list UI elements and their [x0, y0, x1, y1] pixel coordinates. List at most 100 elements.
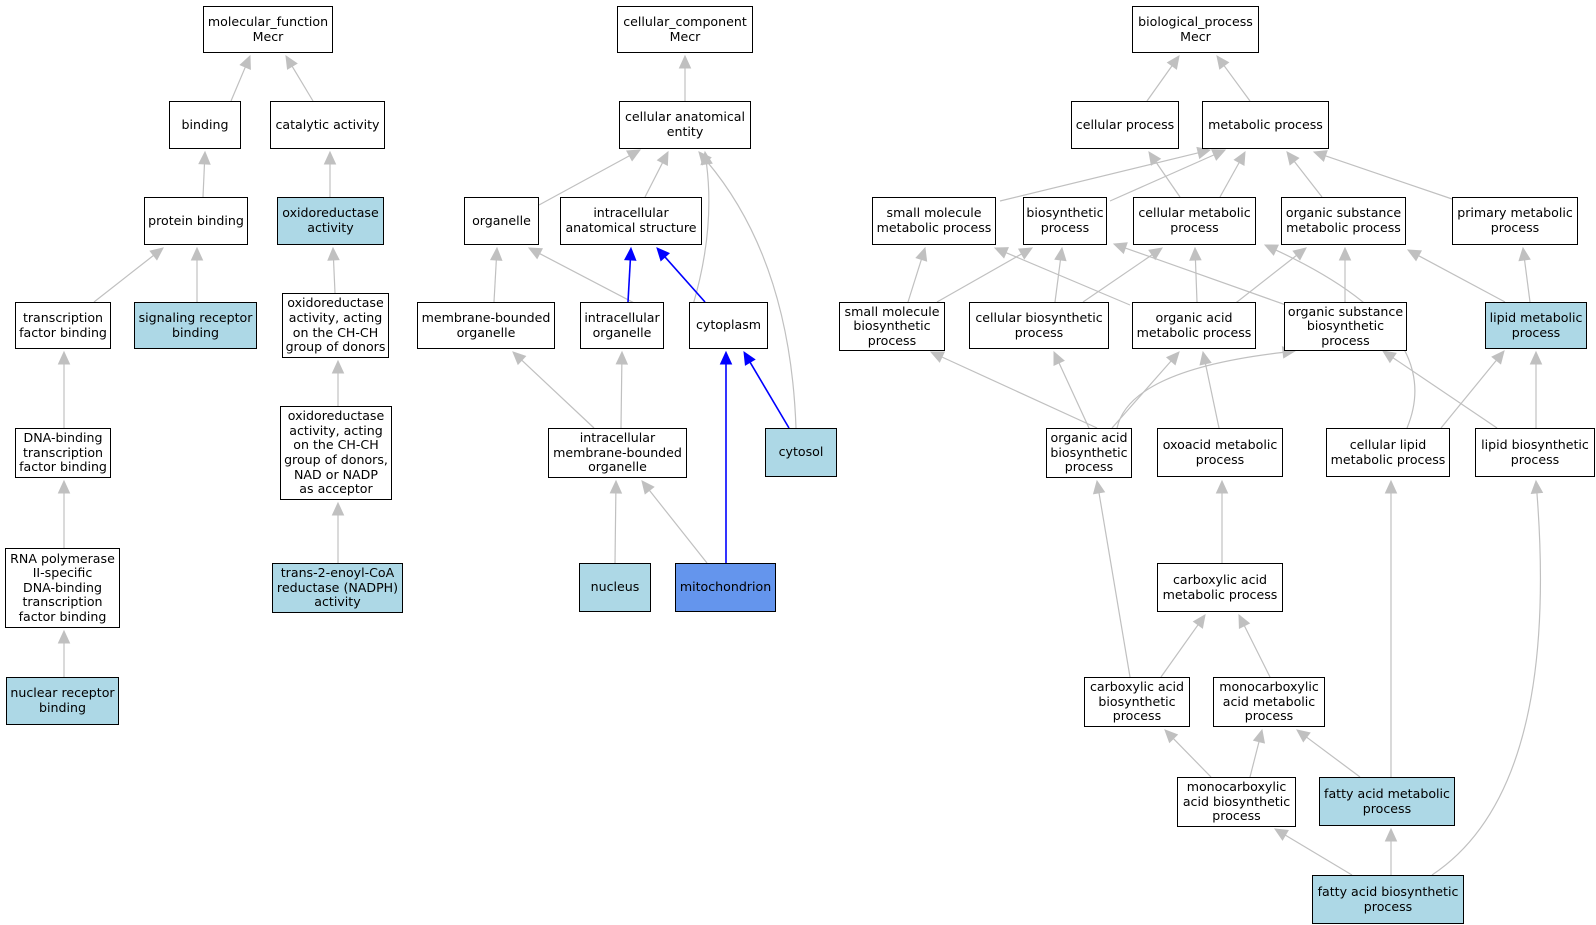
node-carboxylic-acid-biosynthetic-process[interactable]: carboxylic acid biosynthetic process [1084, 677, 1190, 727]
edge-arrowhead [1211, 149, 1227, 161]
node-lipid-metabolic-process[interactable]: lipid metabolic process [1485, 302, 1587, 349]
edge-line [521, 359, 595, 429]
node-monocarboxylic-acid-biosynthetic-process[interactable]: monocarboxylic acid biosynthetic process [1177, 777, 1296, 827]
node-cellular-lipid-metabolic-process[interactable]: cellular lipid metabolic process [1326, 428, 1450, 477]
edge-arrowhead [190, 246, 204, 261]
edge-arrowhead [609, 479, 623, 494]
node-cytosol[interactable]: cytosol [765, 428, 837, 477]
node-organic-acid-metabolic-process[interactable]: organic acid metabolic process [1132, 302, 1256, 349]
node-biosynthetic-process[interactable]: biosynthetic process [1023, 197, 1107, 245]
node-small-molecule-metabolic-process[interactable]: small molecule metabolic process [872, 197, 996, 245]
edge-line [941, 356, 1098, 429]
edge-arrowhead [1263, 244, 1279, 256]
edge-line [1116, 351, 1284, 429]
node-oxidoreductase-nadp[interactable]: oxidoreductase activity, acting on the C… [280, 406, 392, 500]
node-mitochondrion[interactable]: mitochondrion [675, 563, 776, 612]
node-transcription-factor-binding[interactable]: transcription factor binding [15, 302, 111, 349]
edge-line [936, 253, 1022, 303]
edge-arrowhead [1189, 246, 1202, 261]
edge-arrowhead [1216, 55, 1230, 70]
edge-arrowhead [239, 54, 251, 70]
node-trans-2-enoyl-coa-reductase[interactable]: trans-2-enoyl-CoA reductase (NADPH) acti… [272, 563, 403, 613]
edge-arrowhead [1286, 151, 1300, 166]
edge-arrowhead [1292, 247, 1307, 261]
edge-arrowhead [1054, 246, 1067, 262]
edge-line [1146, 65, 1173, 102]
node-signaling-receptor-binding[interactable]: signaling receptor binding [134, 302, 257, 349]
node-protein-binding[interactable]: protein binding [144, 197, 248, 245]
edge-line [1194, 259, 1198, 303]
edge-line [539, 253, 639, 306]
node-intracellular-anatomical-structure[interactable]: intracellular anatomical structure [560, 197, 702, 245]
edge-line [1111, 360, 1172, 429]
edge-arrowhead [1053, 350, 1065, 366]
node-cc-root[interactable]: cellular_component Mecr [617, 6, 753, 53]
node-intracellular-organelle[interactable]: intracellular organelle [580, 302, 664, 349]
node-oxoacid-metabolic-process[interactable]: oxoacid metabolic process [1157, 428, 1283, 477]
node-cellular-metabolic-process[interactable]: cellular metabolic process [1133, 197, 1256, 245]
edge-line [1098, 492, 1131, 678]
edge-arrowhead [1166, 55, 1180, 70]
edge-arrowhead [1215, 479, 1229, 494]
node-nuclear-receptor-binding[interactable]: nuclear receptor binding [6, 677, 119, 725]
edge-arrowhead [656, 150, 669, 166]
node-carboxylic-acid-metabolic-process[interactable]: carboxylic acid metabolic process [1157, 563, 1283, 612]
node-organic-acid-biosynthetic-process[interactable]: organic acid biosynthetic process [1046, 428, 1132, 478]
edge-arrowhead [719, 350, 733, 365]
edge-arrowhead [1165, 351, 1180, 366]
node-cellular-process[interactable]: cellular process [1071, 101, 1179, 149]
edge-arrowhead [327, 246, 340, 261]
edge-line [1392, 357, 1498, 429]
node-mf-root[interactable]: molecular_function Mecr [203, 6, 333, 53]
edge-line [1284, 834, 1353, 876]
node-cytoplasm[interactable]: cytoplasm [689, 302, 768, 349]
node-cellular-biosynthetic-process[interactable]: cellular biosynthetic process [969, 302, 1109, 349]
edge-line [1219, 162, 1240, 198]
node-primary-metabolic-process[interactable]: primary metabolic process [1452, 197, 1578, 245]
edge-line [614, 492, 617, 564]
edge-arrowhead [1112, 242, 1128, 255]
edge-arrowhead [198, 150, 211, 165]
node-lipid-biosynthetic-process[interactable]: lipid biosynthetic process [1475, 428, 1595, 477]
node-binding[interactable]: binding [169, 101, 241, 149]
edge-line [749, 361, 790, 429]
edge-line [493, 259, 497, 303]
node-cellular-anatomical-entity[interactable]: cellular anatomical entity [619, 101, 751, 149]
edge-arrowhead [743, 350, 756, 366]
edge-arrowhead [656, 247, 671, 262]
node-organic-substance-metabolic-process[interactable]: organic substance metabolic process [1281, 197, 1406, 245]
edge-line [1160, 624, 1199, 678]
node-catalytic-activity[interactable]: catalytic activity [270, 101, 385, 149]
edge-arrowhead [527, 247, 544, 260]
node-intracellular-membrane-bounded-organelle[interactable]: intracellular membrane-bounded organelle [548, 428, 687, 478]
edge-line [1054, 259, 1062, 303]
node-dna-binding-tf-binding[interactable]: DNA-binding transcription factor binding [15, 428, 111, 478]
node-organic-substance-biosynthetic-process[interactable]: organic substance biosynthetic process [1284, 302, 1407, 351]
edge-line [620, 363, 623, 429]
node-small-molecule-biosynthetic-process[interactable]: small molecule biosynthetic process [839, 302, 945, 351]
node-nucleus[interactable]: nucleus [579, 563, 651, 612]
edge-line [1058, 362, 1090, 429]
edge-arrowhead [1092, 479, 1106, 495]
edge-line [93, 254, 154, 303]
node-monocarboxylic-acid-metabolic-process[interactable]: monocarboxylic acid metabolic process [1213, 677, 1325, 727]
node-organelle[interactable]: organelle [464, 197, 539, 245]
node-oxidoreductase-chch[interactable]: oxidoreductase activity, acting on the C… [282, 293, 389, 358]
edge-line [1523, 259, 1531, 303]
node-membrane-bounded-organelle[interactable]: membrane-bounded organelle [417, 302, 555, 349]
edge-arrowhead [1148, 247, 1163, 261]
edge-arrowhead [331, 501, 345, 516]
edge-line [692, 163, 710, 306]
edge-arrowhead [57, 350, 71, 365]
node-oxidoreductase-activity[interactable]: oxidoreductase activity [277, 197, 384, 245]
node-fatty-acid-metabolic-process[interactable]: fatty acid metabolic process [1319, 777, 1455, 826]
edge-line [1125, 247, 1287, 306]
node-fatty-acid-biosynthetic-process[interactable]: fatty acid biosynthetic process [1312, 875, 1464, 924]
node-metabolic-process[interactable]: metabolic process [1202, 101, 1329, 149]
node-rna-polymerase-tf-binding[interactable]: RNA polymerase II-specific DNA-binding t… [5, 548, 120, 628]
node-bp-root[interactable]: biological_process Mecr [1132, 6, 1259, 53]
edge-arrowhead [1252, 728, 1266, 744]
edge-arrowhead [1529, 350, 1543, 365]
edge-line [538, 155, 630, 206]
